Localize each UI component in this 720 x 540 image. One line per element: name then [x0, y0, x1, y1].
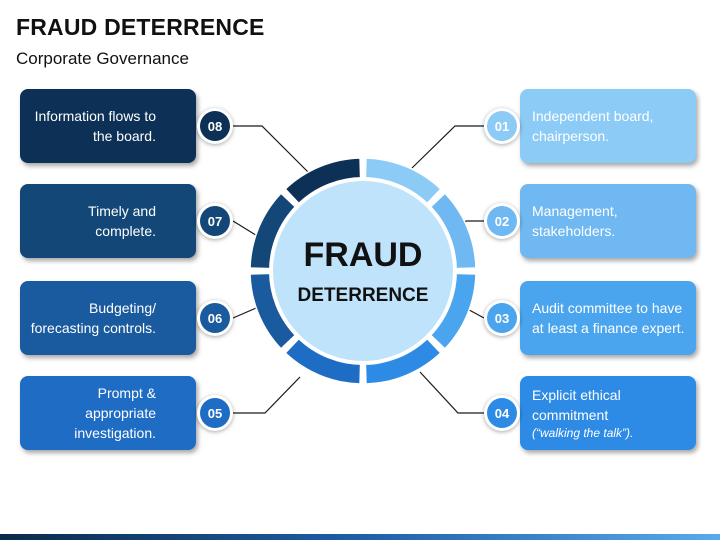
- card-02-text: Management, stakeholders.: [532, 203, 618, 239]
- card-05: Prompt & appropriate investigation.: [20, 376, 196, 450]
- badge-05-number: 05: [200, 398, 230, 428]
- badge-02: 02: [484, 203, 520, 239]
- bottom-accent-bar: [0, 534, 720, 540]
- card-03-text: Audit committee to have at least a finan…: [532, 300, 685, 336]
- badge-01: 01: [484, 108, 520, 144]
- badge-03: 03: [484, 300, 520, 336]
- card-02: Management, stakeholders.: [520, 184, 696, 258]
- connector-line-04: [419, 371, 484, 414]
- card-04-subtext: (“walking the talk”).: [532, 425, 634, 440]
- card-08: Information flows to the board.: [20, 89, 196, 163]
- card-06-text: Budgeting/ forecasting controls.: [30, 300, 156, 336]
- center-title: FRAUD: [303, 236, 423, 274]
- badge-08: 08: [197, 108, 233, 144]
- center-subtitle: DETERRENCE: [297, 285, 429, 306]
- segment-ring: [249, 157, 477, 385]
- card-06: Budgeting/ forecasting controls.: [20, 281, 196, 355]
- badge-08-number: 08: [200, 111, 230, 141]
- card-05-text: Prompt & appropriate investigation.: [74, 385, 156, 441]
- connector-line-01: [411, 125, 484, 169]
- card-07: Timely and complete.: [20, 184, 196, 258]
- card-08-text: Information flows to the board.: [34, 108, 156, 144]
- card-01-text: Independent board, chairperson.: [532, 108, 654, 144]
- connector-line-05: [233, 376, 301, 414]
- connector-lines: [232, 125, 485, 414]
- badge-07-number: 07: [200, 206, 230, 236]
- badge-01-number: 01: [487, 111, 517, 141]
- badge-07: 07: [197, 203, 233, 239]
- page-subtitle: Corporate Governance: [16, 49, 189, 68]
- card-01: Independent board, chairperson.: [520, 89, 696, 163]
- card-07-text: Timely and complete.: [88, 203, 156, 239]
- badge-05: 05: [197, 395, 233, 431]
- connector-line-08: [233, 125, 309, 173]
- badge-06: 06: [197, 300, 233, 336]
- page-title: FRAUD DETERRENCE: [16, 14, 265, 40]
- badge-06-number: 06: [200, 303, 230, 333]
- center-circle: [269, 177, 457, 365]
- card-04: Explicit ethical commitment (“walking th…: [520, 376, 696, 450]
- card-03: Audit committee to have at least a finan…: [520, 281, 696, 355]
- badge-03-number: 03: [487, 303, 517, 333]
- badge-04-number: 04: [487, 398, 517, 428]
- card-04-text: Explicit ethical commitment: [532, 386, 621, 423]
- badge-02-number: 02: [487, 206, 517, 236]
- badge-04: 04: [484, 395, 520, 431]
- connector-line-07: [232, 220, 260, 238]
